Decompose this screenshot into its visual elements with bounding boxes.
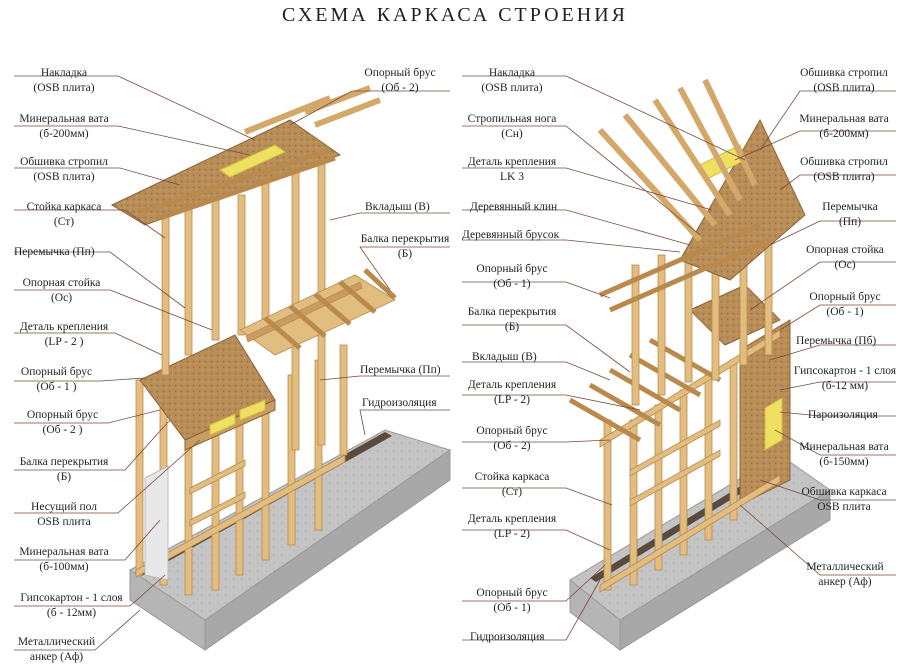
label-rr-rafter-sheathing-a: Обшивка стропил(OSB плита) [800, 67, 888, 94]
label-left-support-post: Опорная стойка(Ос) [22, 277, 101, 304]
label-rr-mineral-wool-200: Минеральная вата(б-200мм) [799, 113, 889, 140]
label-rr-rafter-sheathing-b: Обшивка стропил(OSB плита) [800, 156, 888, 183]
left-structure [110, 85, 452, 651]
label-left-overlay: Накладка(OSB плита) [33, 67, 95, 94]
label-mid-floor-beam: Балка перекрытия(Б) [360, 233, 450, 260]
left-drywall [144, 465, 169, 581]
label-left-support-beam-2: Опорный брус(Об - 2 ) [26, 409, 99, 436]
left-joist-lines [263, 268, 397, 350]
right-structure [568, 78, 831, 652]
label-r-support-beam-1a: Опорный брус(Об - 1) [476, 263, 548, 290]
label-left-rafter-sheathing: Обшивка стропил(OSB плита) [20, 156, 108, 183]
label-left-floor-beam: Балка перекрытия(Б) [19, 456, 109, 483]
label-rr-support-beam-1: Опорный брус(Об - 1) [809, 291, 881, 318]
right-roof-osb [679, 118, 806, 281]
label-left-mineral-wool-200: Минеральная вата(б-200мм) [19, 113, 109, 140]
label-r-wooden-block: Деревянный брусок [462, 229, 560, 241]
label-rr-lintel: Перемычка(Пп) [822, 201, 878, 228]
label-left-support-beam-1: Опорный брус(Об - 1 ) [20, 366, 93, 393]
left-rafters [243, 85, 382, 135]
label-mid-insert: Вкладыш (В) [365, 201, 430, 213]
label-left-fastener-lp2: Деталь крепления(LP - 2 ) [19, 321, 109, 348]
label-r-frame-post: Стойка каркаса(Ст) [474, 471, 550, 498]
diagram-title: СХЕМА КАРКАСА СТРОЕНИЯ [282, 4, 628, 26]
label-r-fastener-lp2b: Деталь крепления(LP - 2) [467, 513, 557, 540]
label-left-mineral-wool-100: Минеральная вата(б-100мм) [19, 546, 109, 573]
label-left-drywall: Гипсокартон - 1 слоя(б - 12мм) [20, 592, 123, 619]
label-rr-lintel-pb: Перемычка (Пб) [796, 335, 877, 347]
label-r-floor-beam: Балка перекрытия(Б) [467, 306, 557, 333]
right-upper-studs [631, 214, 773, 406]
label-rr-mineral-wool-150: Минеральная вата(б-150мм) [799, 441, 889, 468]
right-foundation-side [619, 489, 831, 651]
left-insulation [209, 399, 266, 436]
label-r-support-beam-2: Опорный брус(Об - 2) [476, 425, 548, 452]
label-r-fastener-lp2a: Деталь крепления(LP - 2) [467, 379, 557, 406]
label-mid-support-beam-2: Опорный брус(Об - 2) [364, 67, 436, 94]
right-rafters [597, 78, 758, 243]
left-rafter-ends [139, 147, 336, 221]
label-mid-waterproofing: Гидроизоляция [362, 397, 437, 409]
left-lower-rails [135, 454, 346, 578]
right-floor-joists [568, 337, 722, 443]
label-left-frame-post: Стойка каркаса(Ст) [26, 201, 102, 228]
left-foundation-side [204, 449, 451, 651]
leader-lines [14, 75, 896, 651]
label-r-insert: Вкладыш (В) [472, 351, 537, 363]
label-rr-support-post: Опорная стойка(Ос) [806, 244, 884, 271]
label-mid-lintel: Перемычка (Пп) [360, 364, 441, 376]
right-ceiling-beams [598, 222, 772, 313]
label-r-waterproofing: Гидроизоляция [470, 631, 545, 643]
label-r-support-beam-1b: Опорный брус(Об - 1) [476, 587, 548, 614]
label-rr-drywall: Гипсокартон - 1 слоя(б-12 мм) [793, 365, 897, 392]
label-r-overlay: Накладка(OSB плита) [481, 67, 543, 94]
label-rr-vapor-barrier: Пароизоляция [808, 409, 878, 421]
label-left-lintel: Перемычка (Пп) [14, 246, 95, 258]
label-r-rafter: Стропильная нога(Сн) [467, 113, 557, 140]
label-r-wooden-wedge: Деревянный клин [470, 201, 558, 213]
right-wall-insulation [764, 397, 783, 451]
left-roof-insulation [218, 144, 287, 178]
